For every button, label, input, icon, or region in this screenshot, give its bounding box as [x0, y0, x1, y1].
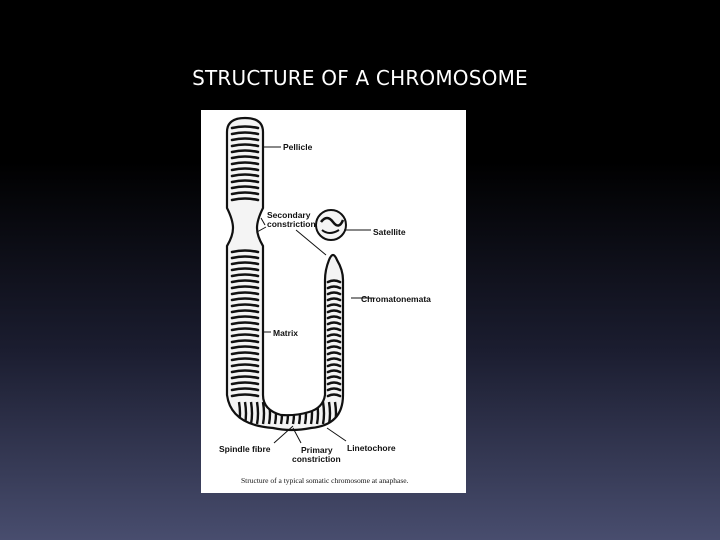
- coil-stroke: [230, 315, 260, 320]
- coil-stroke: [326, 381, 342, 386]
- coil-stroke: [333, 401, 338, 425]
- coil-stroke: [291, 401, 296, 425]
- coil-stroke: [243, 401, 248, 425]
- coil-stroke: [230, 297, 260, 302]
- coil-stroke: [326, 339, 342, 344]
- coil-stroke: [326, 291, 342, 296]
- coil-stroke: [230, 137, 260, 142]
- coil-stroke: [237, 401, 242, 425]
- coil-stroke: [321, 401, 326, 425]
- coil-stroke: [230, 387, 260, 392]
- coil-stroke: [326, 279, 342, 284]
- coil-stroke: [326, 297, 342, 302]
- coil-stroke: [326, 357, 342, 362]
- coil-stroke: [230, 351, 260, 356]
- label-secondary-constriction-1: Secondary: [267, 210, 311, 220]
- coil-stroke: [326, 393, 342, 398]
- chromosome-drawing: [225, 116, 373, 444]
- coil-stroke: [279, 401, 284, 425]
- coil-stroke: [230, 267, 260, 272]
- figure-caption: Structure of a typical somatic chromosom…: [241, 476, 409, 485]
- label-linetochore: Linetochore: [347, 443, 396, 453]
- coil-stroke: [230, 303, 260, 308]
- coil-stroke: [230, 393, 260, 398]
- satellite-coil: [320, 216, 345, 227]
- coil-stroke: [230, 357, 260, 362]
- coil-stroke: [326, 363, 342, 368]
- coil-stroke: [297, 401, 302, 425]
- coil-stroke: [230, 185, 260, 190]
- coil-stroke: [230, 261, 260, 266]
- coil-stroke: [326, 315, 342, 320]
- coil-stroke: [230, 327, 260, 332]
- coil-stroke: [230, 161, 260, 166]
- coil-stroke: [230, 255, 260, 260]
- label-primary-constriction-1: Primary: [301, 445, 333, 455]
- coil-stroke: [309, 401, 314, 425]
- coil-stroke: [326, 333, 342, 338]
- coil-stroke: [327, 401, 332, 425]
- label-chromatonemata: Chromatonemata: [361, 294, 431, 304]
- coil-stroke: [326, 327, 342, 332]
- coil-stroke: [230, 363, 260, 368]
- label-secondary-constriction-2: constriction: [267, 219, 316, 229]
- coil-stroke: [230, 143, 260, 148]
- satellite-shape: [315, 209, 347, 241]
- chromosome-outline: [225, 116, 345, 432]
- coil-stroke: [230, 345, 260, 350]
- coil-stroke: [230, 249, 260, 254]
- coil-stroke: [326, 351, 342, 356]
- coil-stroke: [285, 401, 290, 425]
- coil-stroke: [326, 345, 342, 350]
- label-pellicle: Pellicle: [283, 142, 313, 152]
- coil-stroke: [326, 387, 342, 392]
- label-matrix: Matrix: [273, 328, 299, 338]
- coil-stroke: [267, 401, 272, 425]
- coil-stroke: [230, 273, 260, 278]
- coil-stroke: [255, 401, 260, 425]
- coil-stroke: [230, 309, 260, 314]
- label-satellite: Satellite: [373, 227, 406, 237]
- chromatonemata-coils: [230, 125, 342, 425]
- coil-stroke: [326, 309, 342, 314]
- coil-stroke: [230, 285, 260, 290]
- coil-stroke: [261, 401, 266, 425]
- coil-stroke: [230, 375, 260, 380]
- coil-stroke: [249, 401, 254, 425]
- chromosome-diagram: Pellicle Secondary constriction Satellit…: [201, 110, 466, 493]
- label-spindle-fibre: Spindle fibre: [219, 444, 271, 454]
- slide-title: STRUCTURE OF A CHROMOSOME: [192, 66, 528, 90]
- coil-stroke: [326, 321, 342, 326]
- label-primary-constriction-2: constriction: [292, 454, 341, 464]
- coil-stroke: [230, 321, 260, 326]
- coil-stroke: [230, 197, 260, 202]
- coil-stroke: [230, 179, 260, 184]
- coil-stroke: [230, 333, 260, 338]
- coil-stroke: [230, 167, 260, 172]
- coil-stroke: [230, 381, 260, 386]
- coil-stroke: [326, 303, 342, 308]
- coil-stroke: [230, 291, 260, 296]
- coil-stroke: [326, 375, 342, 380]
- coil-stroke: [230, 131, 260, 136]
- coil-stroke: [230, 155, 260, 160]
- coil-stroke: [326, 369, 342, 374]
- coil-stroke: [230, 339, 260, 344]
- coil-stroke: [315, 401, 320, 425]
- coil-stroke: [230, 369, 260, 374]
- coil-stroke: [326, 285, 342, 290]
- coil-stroke: [230, 173, 260, 178]
- coil-stroke: [230, 191, 260, 196]
- coil-stroke: [230, 279, 260, 284]
- leader-lines: [256, 146, 373, 444]
- coil-stroke: [230, 149, 260, 154]
- coil-stroke: [230, 125, 260, 130]
